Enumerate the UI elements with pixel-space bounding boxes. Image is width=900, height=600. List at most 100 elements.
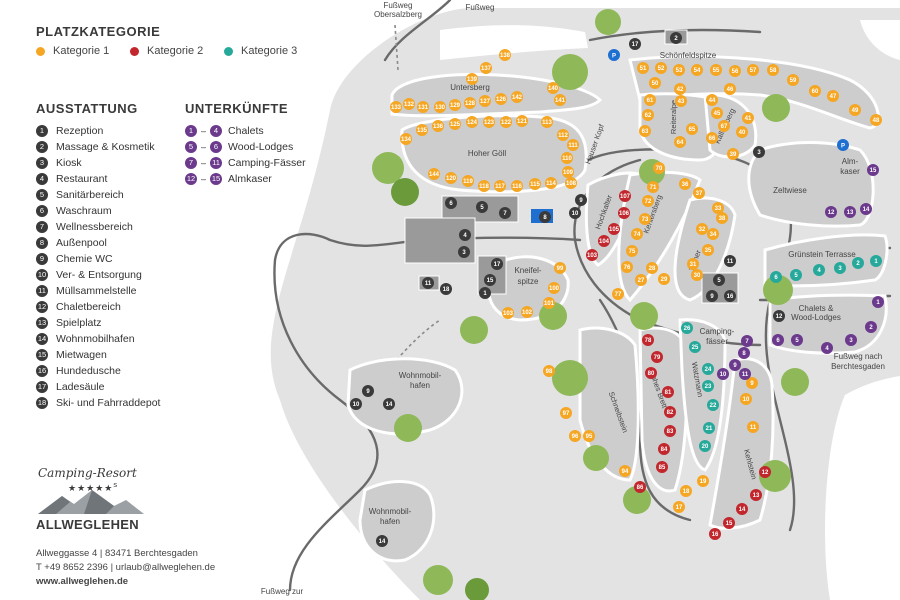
pitch-category-1[interactable]: 112 xyxy=(557,129,569,141)
pitch-category-1[interactable]: 70 xyxy=(653,162,665,174)
pitch-category-1-dot[interactable] xyxy=(747,421,759,433)
pitch-category-2-dot[interactable] xyxy=(586,249,598,261)
pitch-category-1[interactable]: 45 xyxy=(711,107,723,119)
service-marker[interactable]: 2 xyxy=(670,32,682,44)
pitch-category-1[interactable]: 99 xyxy=(554,262,566,274)
pitch-category-1[interactable]: 10 xyxy=(740,393,752,405)
service-dot[interactable] xyxy=(476,201,488,213)
pitch-category-1-dot[interactable] xyxy=(693,187,705,199)
pitch-category-1-dot[interactable] xyxy=(557,129,569,141)
pitch-category-1[interactable]: 124 xyxy=(466,116,478,128)
pitch-category-1[interactable]: 97 xyxy=(560,407,572,419)
pitch-category-1-dot[interactable] xyxy=(428,168,440,180)
accommodation-marker[interactable]: 13 xyxy=(844,206,856,218)
pitch-category-1[interactable]: 128 xyxy=(464,97,476,109)
accommodation-marker[interactable]: 10 xyxy=(717,368,729,380)
pitch-category-1-dot[interactable] xyxy=(870,114,882,126)
pitch-category-3-dot[interactable] xyxy=(813,264,825,276)
pitch-category-1[interactable]: 59 xyxy=(787,74,799,86)
service-marker[interactable]: 6 xyxy=(445,197,457,209)
pitch-category-1-dot[interactable] xyxy=(567,139,579,151)
accommodation-marker-dot[interactable] xyxy=(821,342,833,354)
accommodation-marker-dot[interactable] xyxy=(845,334,857,346)
pitch-category-1-dot[interactable] xyxy=(809,85,821,97)
accommodation-marker-dot[interactable] xyxy=(844,206,856,218)
accommodation-marker-dot[interactable] xyxy=(738,347,750,359)
pitch-category-3[interactable]: 3 xyxy=(834,262,846,274)
pitch-category-2[interactable]: 79 xyxy=(651,351,663,363)
pitch-category-1[interactable]: 141 xyxy=(554,94,566,106)
accommodation-marker-dot[interactable] xyxy=(872,296,884,308)
pitch-category-1[interactable]: 17 xyxy=(673,501,685,513)
pitch-category-1-dot[interactable] xyxy=(529,178,541,190)
pitch-category-1[interactable]: 114 xyxy=(545,177,557,189)
pitch-category-1[interactable]: 41 xyxy=(742,112,754,124)
pitch-category-1-dot[interactable] xyxy=(646,262,658,274)
pitch-category-2-dot[interactable] xyxy=(634,481,646,493)
pitch-category-2-dot[interactable] xyxy=(619,190,631,202)
service-dot[interactable] xyxy=(569,207,581,219)
pitch-category-3-dot[interactable] xyxy=(870,255,882,267)
pitch-category-1[interactable]: 18 xyxy=(680,485,692,497)
service-marker[interactable]: 10 xyxy=(350,398,362,410)
pitch-category-1[interactable]: 100 xyxy=(548,282,560,294)
service-dot[interactable] xyxy=(629,38,641,50)
accommodation-marker[interactable]: 12 xyxy=(825,206,837,218)
pitch-category-1[interactable]: 30 xyxy=(691,269,703,281)
accommodation-marker[interactable]: 15 xyxy=(867,164,879,176)
pitch-category-1[interactable]: 77 xyxy=(612,288,624,300)
pitch-category-2[interactable]: 12 xyxy=(759,466,771,478)
service-dot[interactable] xyxy=(670,32,682,44)
pitch-category-1[interactable]: 48 xyxy=(870,114,882,126)
pitch-category-1[interactable]: 27 xyxy=(635,274,647,286)
service-marker[interactable]: 4 xyxy=(459,229,471,241)
service-dot[interactable] xyxy=(724,290,736,302)
pitch-category-1-dot[interactable] xyxy=(511,91,523,103)
accommodation-marker-dot[interactable] xyxy=(865,321,877,333)
pitch-category-1-dot[interactable] xyxy=(674,136,686,148)
pitch-category-1-dot[interactable] xyxy=(500,116,512,128)
pitch-category-3[interactable]: 25 xyxy=(689,341,701,353)
parking-marker[interactable]: P xyxy=(608,49,620,61)
pitch-category-1-dot[interactable] xyxy=(642,195,654,207)
pitch-category-3-dot[interactable] xyxy=(852,257,864,269)
pitch-category-3-dot[interactable] xyxy=(702,380,714,392)
accommodation-marker-dot[interactable] xyxy=(717,368,729,380)
pitch-category-2-dot[interactable] xyxy=(664,425,676,437)
pitch-category-1[interactable]: 36 xyxy=(679,178,691,190)
pitch-category-2[interactable]: 107 xyxy=(619,190,631,202)
pitch-category-3[interactable]: 5 xyxy=(790,269,802,281)
pitch-category-1-dot[interactable] xyxy=(718,120,730,132)
pitch-category-1-dot[interactable] xyxy=(767,64,779,76)
service-dot[interactable] xyxy=(539,211,551,223)
pitch-category-1-dot[interactable] xyxy=(621,261,633,273)
service-marker[interactable]: 14 xyxy=(376,535,388,547)
pitch-category-1-dot[interactable] xyxy=(495,93,507,105)
pitch-category-1-dot[interactable] xyxy=(569,430,581,442)
pitch-category-1-dot[interactable] xyxy=(674,83,686,95)
service-dot[interactable] xyxy=(713,274,725,286)
pitch-category-1-dot[interactable] xyxy=(562,166,574,178)
pitch-category-1-dot[interactable] xyxy=(673,64,685,76)
pitch-category-1-dot[interactable] xyxy=(696,223,708,235)
pitch-category-1[interactable]: 31 xyxy=(687,258,699,270)
service-dot[interactable] xyxy=(440,283,452,295)
pitch-category-1[interactable]: 126 xyxy=(495,93,507,105)
pitch-category-1-dot[interactable] xyxy=(716,212,728,224)
pitch-category-1[interactable]: 134 xyxy=(400,133,412,145)
pitch-category-1-dot[interactable] xyxy=(548,282,560,294)
pitch-category-1[interactable]: 29 xyxy=(658,273,670,285)
pitch-category-1[interactable]: 62 xyxy=(642,109,654,121)
service-dot[interactable] xyxy=(362,385,374,397)
pitch-category-1-dot[interactable] xyxy=(612,288,624,300)
pitch-category-1-dot[interactable] xyxy=(639,213,651,225)
pitch-category-1-dot[interactable] xyxy=(432,120,444,132)
pitch-category-1-dot[interactable] xyxy=(746,377,758,389)
pitch-category-1[interactable]: 117 xyxy=(494,180,506,192)
pitch-category-3-dot[interactable] xyxy=(702,363,714,375)
service-dot[interactable] xyxy=(706,290,718,302)
pitch-category-3[interactable]: 26 xyxy=(681,322,693,334)
pitch-category-1[interactable]: 67 xyxy=(718,120,730,132)
pitch-category-1-dot[interactable] xyxy=(642,109,654,121)
pitch-category-2[interactable]: 15 xyxy=(723,517,735,529)
